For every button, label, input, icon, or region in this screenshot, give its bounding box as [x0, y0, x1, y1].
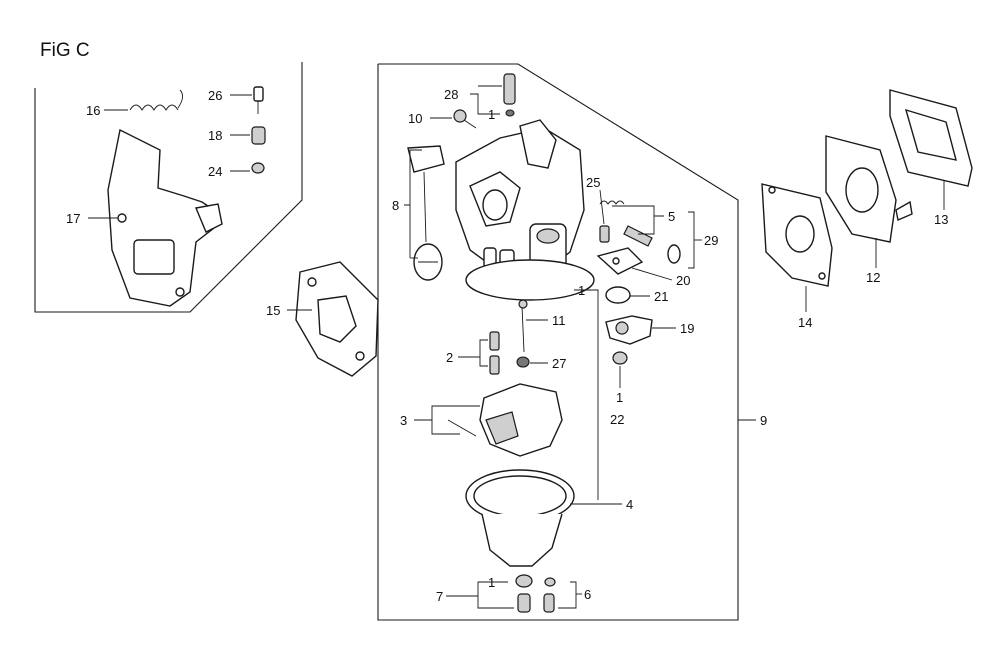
return-spring	[129, 89, 183, 111]
inset-frame	[34, 62, 303, 313]
callout-14: 14	[798, 315, 812, 330]
bolt-part-26	[253, 86, 264, 114]
carburetor-body	[455, 119, 585, 279]
washer-bottom-part-1	[515, 574, 533, 588]
leader-lines	[88, 85, 945, 609]
callout-29: 29	[704, 233, 718, 248]
float-bowl-gasket	[465, 259, 595, 301]
callout-13: 13	[934, 212, 948, 227]
gasket-part-14	[761, 183, 833, 287]
callout-1c: 1	[616, 390, 623, 405]
carburetor-assembly-frame	[377, 63, 739, 621]
jet-part-27	[516, 356, 530, 368]
callout-1d: 1	[488, 575, 495, 590]
washer-part-21	[605, 286, 631, 304]
callout-15: 15	[266, 303, 280, 318]
callout-11: 11	[552, 313, 566, 328]
choke-lever-part-8	[407, 145, 445, 281]
collar-part-18	[251, 126, 266, 145]
screw-part-2	[489, 331, 500, 375]
float-bowl-part-4	[465, 469, 575, 567]
screw-part-25	[599, 225, 610, 243]
callout-18: 18	[208, 128, 222, 143]
callout-26: 26	[208, 88, 222, 103]
spacer-part-12	[825, 135, 913, 243]
callout-1b: 1	[578, 283, 585, 298]
callout-4: 4	[626, 497, 633, 512]
control-bracket	[107, 128, 223, 307]
callout-10: 10	[408, 111, 422, 126]
callout-19: 19	[680, 321, 694, 336]
callout-9: 9	[760, 413, 767, 428]
callout-22: 22	[610, 412, 624, 427]
float-part-3	[447, 383, 563, 457]
gasket-part-15	[295, 261, 379, 377]
callout-7: 7	[436, 589, 443, 604]
plate-part-20	[596, 247, 644, 275]
callout-21: 21	[654, 289, 668, 304]
callout-3: 3	[400, 413, 407, 428]
lever-part-19	[605, 315, 653, 345]
callout-17: 17	[66, 211, 80, 226]
callout-8: 8	[392, 198, 399, 213]
callout-25: 25	[586, 175, 600, 190]
nut-part-22	[612, 351, 628, 365]
figure-title: FiG C	[40, 40, 90, 61]
screw-part-10	[453, 109, 477, 129]
screw-part-28	[503, 73, 516, 117]
callout-20: 20	[676, 273, 690, 288]
callout-16: 16	[86, 103, 100, 118]
screw-part-6	[543, 577, 556, 613]
callout-5: 5	[668, 209, 675, 224]
callout-labels: 16 26 18 24 17 15 28 1 10 8 25 5 29 20 1…	[66, 87, 948, 604]
gasket-part-13	[889, 89, 973, 187]
callout-27: 27	[552, 356, 566, 371]
callout-24: 24	[208, 164, 222, 179]
callout-2: 2	[446, 350, 453, 365]
callout-12: 12	[866, 270, 880, 285]
nut-part-24	[251, 162, 265, 174]
callout-28: 28	[444, 87, 458, 102]
callout-6: 6	[584, 587, 591, 602]
bolt-part-7	[517, 593, 531, 613]
needle-part-11	[518, 299, 528, 353]
callout-1a: 1	[488, 107, 495, 122]
washer-part-29	[667, 244, 681, 264]
